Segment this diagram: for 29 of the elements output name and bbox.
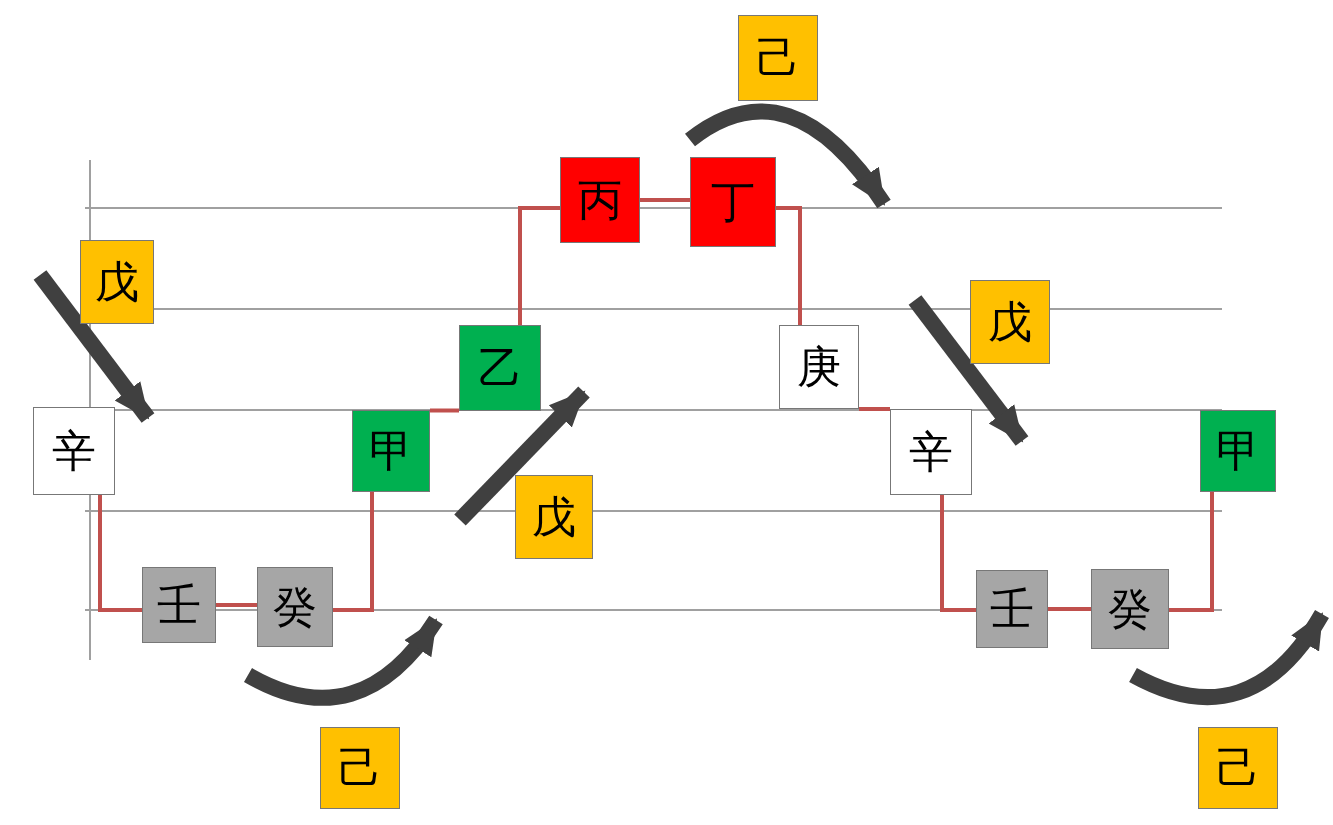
character-box: 乙 xyxy=(459,325,541,411)
connector-line xyxy=(333,492,374,612)
connector-line xyxy=(430,408,459,413)
character-box: 戊 xyxy=(515,475,593,559)
character-box: 丙 xyxy=(560,157,640,243)
connector-line xyxy=(1169,492,1214,612)
character-box: 壬 xyxy=(976,570,1048,648)
connector-line xyxy=(776,206,802,325)
connector-line xyxy=(216,603,257,607)
connector-line xyxy=(98,495,142,612)
character-box: 癸 xyxy=(257,567,333,647)
character-box: 甲 xyxy=(352,410,430,492)
character-box: 己 xyxy=(1198,727,1278,809)
character-box: 戊 xyxy=(80,240,154,324)
character-box: 丁 xyxy=(690,157,776,247)
character-box: 辛 xyxy=(33,407,115,495)
character-box: 己 xyxy=(738,15,818,101)
character-box: 辛 xyxy=(890,409,972,495)
character-box: 癸 xyxy=(1091,569,1169,649)
character-box: 壬 xyxy=(142,567,216,643)
character-box: 戊 xyxy=(970,280,1050,364)
character-box: 甲 xyxy=(1200,410,1276,492)
connector-line xyxy=(940,495,976,612)
connector-line xyxy=(1048,607,1091,611)
connector-line xyxy=(859,407,890,411)
connector-line xyxy=(518,206,560,325)
character-box: 庚 xyxy=(779,325,859,409)
character-box: 己 xyxy=(320,727,400,809)
connector-line xyxy=(640,198,690,202)
